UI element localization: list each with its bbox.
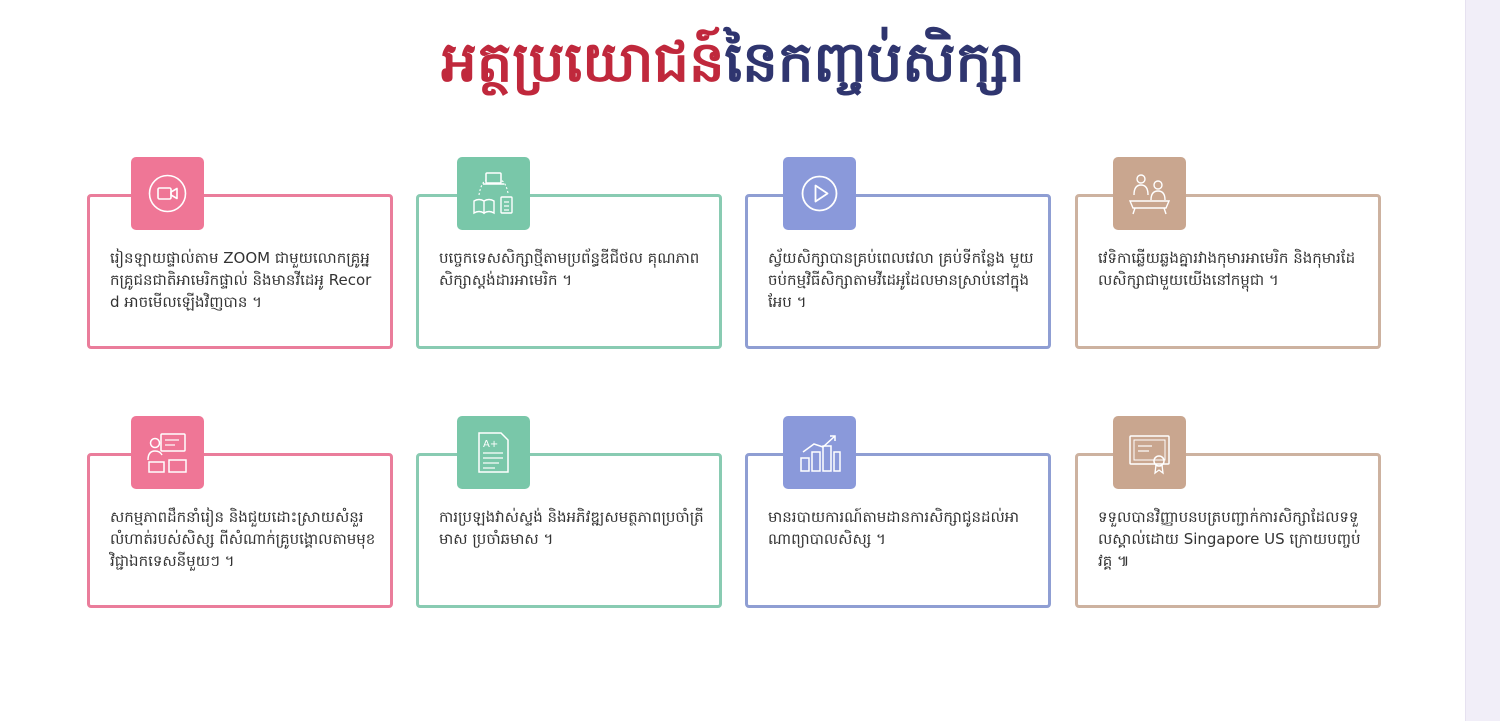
page-title: អត្ថប្រយោជន៍នៃកញ្ចប់សិក្សា — [0, 22, 1466, 102]
benefit-card-digital: បច្ចេកទេសសិក្សាថ្មីតាមប្រព័ន្ធឌីជីថល គុណ… — [416, 194, 722, 349]
benefit-card-text: បច្ចេកទេសសិក្សាថ្មីតាមប្រព័ន្ធឌីជីថល គុណ… — [439, 249, 700, 289]
benefit-card-zoom: រៀនឡាយផ្ទាល់តាម ZOOM ជាមួយលោកគ្រូអ្នកគ្រ… — [87, 194, 393, 349]
benefit-card-text: វេទិកាឆ្លើយឆ្លងគ្នារវាងកុមារអាមេរិក និងក… — [1098, 249, 1356, 289]
bar-chart-icon — [783, 416, 856, 489]
laptop-book-icon — [457, 157, 530, 230]
page-title-part2: នៃកញ្ចប់សិក្សា — [724, 29, 1025, 95]
video-camera-icon — [131, 157, 204, 230]
right-scroll-strip — [1465, 0, 1500, 721]
graded-paper-icon: A+ — [457, 416, 530, 489]
page-title-part1: អត្ថប្រយោជន៍ — [441, 29, 725, 95]
benefit-card-text: ស្វ័យសិក្សាបានគ្រប់ពេលវេលា គ្រប់ទីកន្លែង… — [768, 249, 1034, 311]
benefit-card-text: ទទួលបានវិញ្ញាបនបត្របញ្ជាក់ការសិក្សាដែលទទ… — [1098, 508, 1361, 570]
svg-text:A+: A+ — [483, 439, 498, 450]
play-icon — [783, 157, 856, 230]
benefit-card-text: ការប្រឡងវាស់ស្ទង់ និងអភិវឌ្ឍសមត្ថភាពប្រច… — [439, 508, 704, 548]
students-icon — [1113, 157, 1186, 230]
teacher-board-icon — [131, 416, 204, 489]
certificate-icon — [1113, 416, 1186, 489]
benefit-card-text: រៀនឡាយផ្ទាល់តាម ZOOM ជាមួយលោកគ្រូអ្នកគ្រ… — [110, 249, 372, 311]
benefit-card-text: មានរបាយការណ៍តាមដានការសិក្សាជូនដល់អាណាព្យ… — [768, 508, 1020, 548]
benefit-card-text: សកម្មភាពដឹកនាំរៀន និងជួយដោះស្រាយសំនួរលំហ… — [110, 508, 376, 570]
